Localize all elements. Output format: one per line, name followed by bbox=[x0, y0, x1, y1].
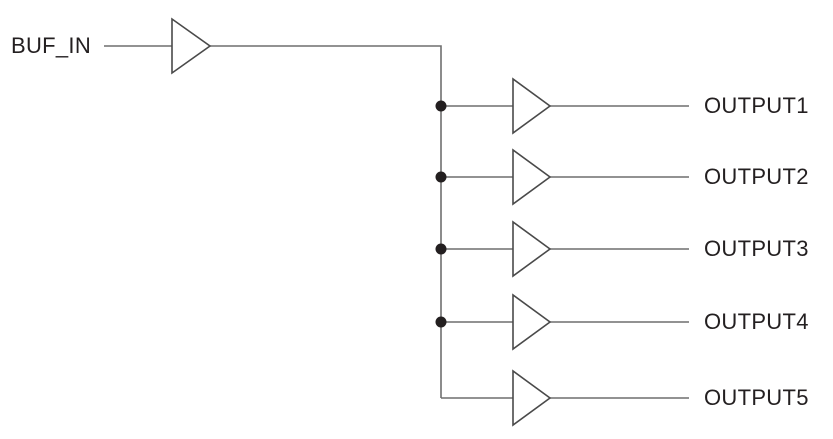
output-buffer-triangle-5 bbox=[512, 369, 552, 427]
output-branch-1 bbox=[435, 77, 689, 135]
output-branch-2 bbox=[435, 148, 689, 206]
output-buffer-triangle-1 bbox=[512, 77, 552, 135]
output-label-1: OUTPUT1 bbox=[704, 93, 809, 118]
junction-dot-2 bbox=[435, 171, 447, 183]
junction-dot-1 bbox=[435, 100, 447, 112]
output-label-3: OUTPUT3 bbox=[704, 236, 809, 261]
input-label: BUF_IN bbox=[11, 33, 92, 58]
junction-dot-3 bbox=[435, 243, 447, 255]
junction-dot-4 bbox=[435, 316, 447, 328]
output-branch-4 bbox=[435, 293, 689, 351]
fanout-trunk-wire bbox=[210, 45, 442, 398]
output-buffer-triangle-4 bbox=[512, 293, 552, 351]
output-label-4: OUTPUT4 bbox=[704, 309, 809, 334]
output-branch-5 bbox=[441, 369, 689, 427]
input-buffer-triangle bbox=[171, 17, 212, 75]
output-buffer-triangle-3 bbox=[512, 220, 552, 278]
output-branch-3 bbox=[435, 220, 689, 278]
output-label-5: OUTPUT5 bbox=[704, 385, 809, 410]
output-buffer-triangle-2 bbox=[512, 148, 552, 206]
output-label-2: OUTPUT2 bbox=[704, 164, 809, 189]
